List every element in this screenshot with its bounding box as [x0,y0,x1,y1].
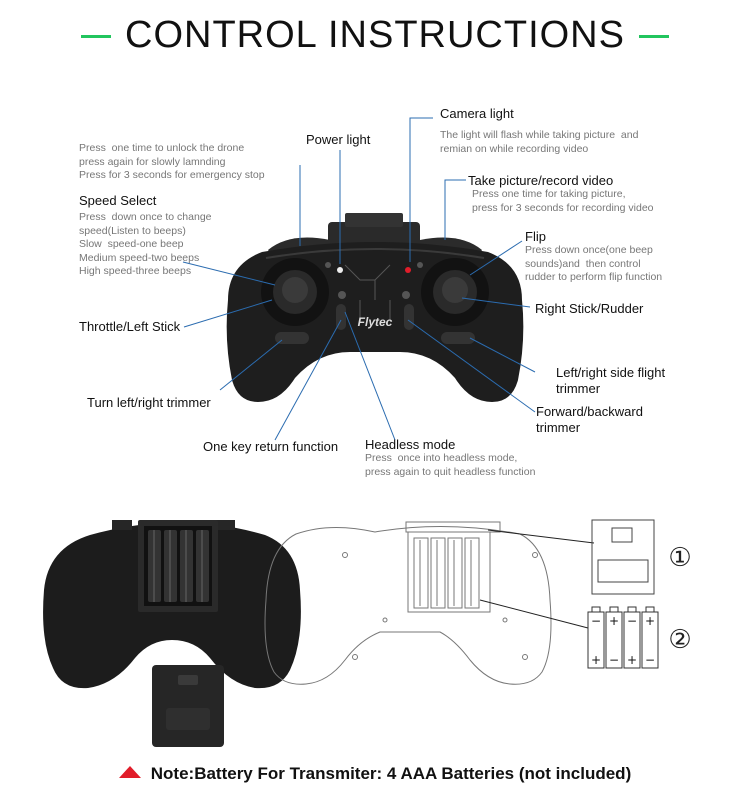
step-1-marker: ① [668,543,691,573]
battery-polarity: − + + − − + + − [591,614,655,667]
battery-diagram [264,519,659,685]
turn-trimmer-label: Turn left/right trimmer [87,395,211,410]
brand-logo: Flytec [358,315,393,329]
battery-sign-4: − [609,653,619,667]
flip-desc: Press down once(one beep sounds)and then… [525,244,663,283]
battery-sign-6: + [627,653,637,667]
camera-light-label: Camera light [440,106,514,121]
power-light-label: Power light [306,132,371,147]
fb-trimmer-label-1: Forward/backward [536,404,643,419]
battery-note: Note:Battery For Transmiter: 4 AAA Batte… [0,764,750,784]
warning-triangle-icon [118,766,141,778]
controller-back-photo [43,520,301,747]
leader-lines [182,117,536,441]
headless-desc: Press once into headless mode, press aga… [365,452,536,478]
battery-sign-1: − [591,614,601,628]
battery-sign-3: + [609,614,619,628]
battery-sign-8: − [645,653,655,667]
flip-label: Flip [525,229,546,244]
page-title-text: CONTROL INSTRUCTIONS [125,14,625,56]
speed-select-label: Speed Select [79,193,157,208]
battery-sign-5: − [627,614,637,628]
power-desc: Press one time to unlock the drone press… [79,142,265,181]
battery-sign-7: + [645,614,655,628]
controller-front: Flytec [226,213,524,402]
title-left-dash [81,35,112,39]
battery-note-text: Note:Battery For Transmiter: 4 AAA Batte… [150,764,632,783]
throttle-label: Throttle/Left Stick [79,319,181,334]
take-picture-label: Take picture/record video [468,173,614,188]
speed-select-desc: Press down once to change speed(Listen t… [79,211,212,277]
take-picture-desc: Press one time for taking picture, press… [472,188,654,214]
headless-label: Headless mode [365,437,456,452]
step-2-marker: ② [668,625,691,655]
side-trimmer-label-2: trimmer [556,381,601,396]
battery-sign-2: + [591,653,601,667]
fb-trimmer-label-2: trimmer [536,420,581,435]
page-title: CONTROL INSTRUCTIONS [0,14,750,57]
one-key-return-label: One key return function [203,439,339,454]
title-right-dash [638,35,669,39]
side-trimmer-label-1: Left/right side flight [556,365,666,380]
camera-light-desc: The light will flash while taking pictur… [440,129,639,155]
right-stick-label: Right Stick/Rudder [535,301,644,316]
